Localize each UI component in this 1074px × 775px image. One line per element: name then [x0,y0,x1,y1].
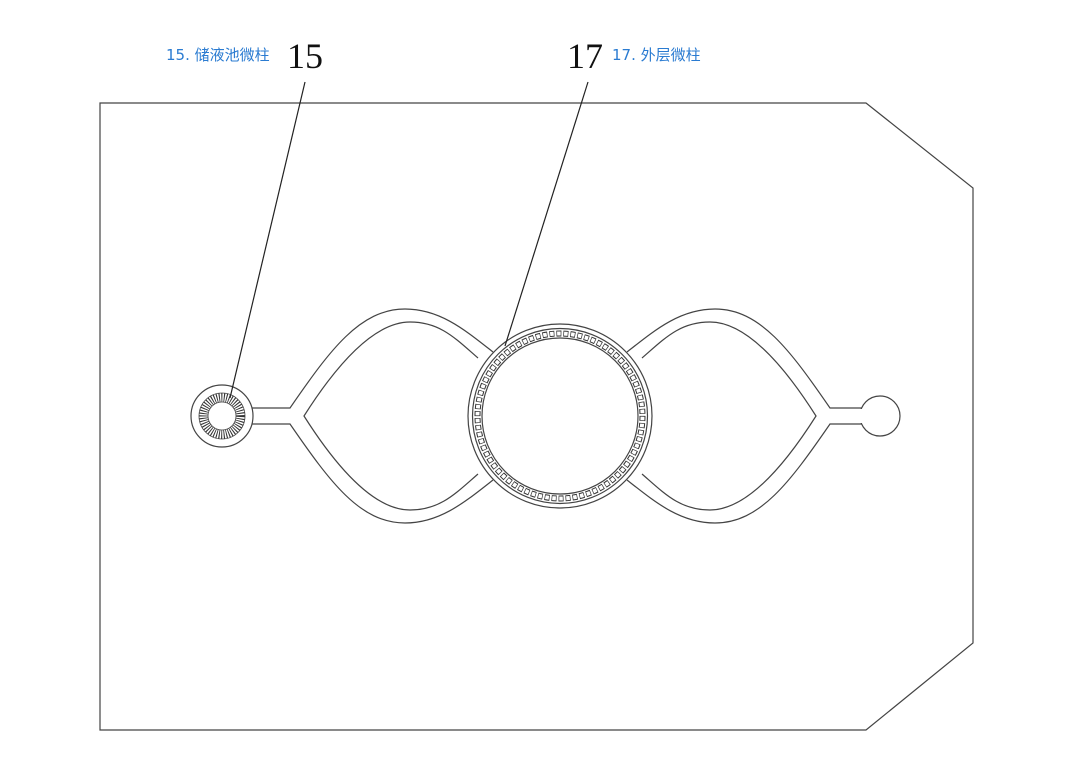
reference-number-15: 15 [287,36,323,76]
outlet-circle [859,395,901,437]
reference-number-17: 17 [567,36,603,76]
right-lobe-inner [641,321,817,511]
leader-line-17 [504,81,589,347]
reservoir-outer [190,384,254,448]
leader-line-15 [229,81,306,399]
right-channel-outer [626,308,868,409]
chip-outline [99,102,974,731]
center-chamber-outer [467,323,653,509]
left-channel-outer [252,308,494,409]
caption-17-outer-micropillar: 17. 外层微柱 [612,46,701,64]
left-lobe-inner [303,321,479,511]
reservoir-pillar-ring [199,393,245,439]
caption-15-reservoir-micropillar: 15. 储液池微柱 [166,46,270,64]
